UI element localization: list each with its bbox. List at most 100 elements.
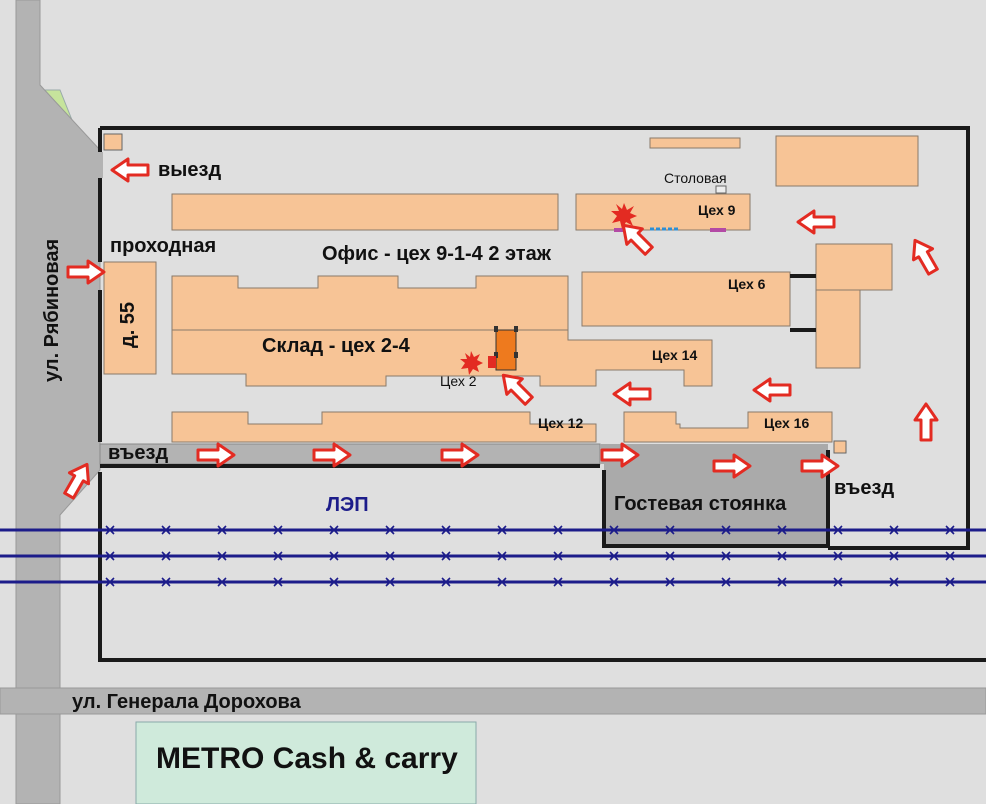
direction-arrow-icon — [712, 453, 752, 479]
house-label: д. 55 — [117, 301, 139, 348]
power-line-cross — [385, 577, 395, 587]
burst-marker — [611, 203, 637, 229]
direction-arrow-icon — [612, 381, 652, 407]
workshop-9-label: Цех 9 — [698, 202, 736, 218]
workshop-6-label: Цех 6 — [728, 276, 766, 292]
building-top-right — [775, 135, 919, 187]
power-line-cross — [441, 551, 451, 561]
power-line-cross — [273, 577, 283, 587]
power-line-cross — [553, 551, 563, 561]
power-line-cross — [105, 551, 115, 561]
power-line-cross — [777, 551, 787, 561]
power-line-cross — [105, 525, 115, 535]
power-line-cross — [609, 525, 619, 535]
metro-label: METRO Cash & carry — [156, 742, 458, 775]
site-boundary-lower — [98, 472, 986, 662]
building-long-top — [171, 193, 559, 231]
direction-arrow-icon — [501, 373, 534, 406]
entry-right-label: въезд — [834, 477, 895, 499]
house-55 — [103, 261, 157, 375]
power-line-cross — [553, 525, 563, 535]
power-line-cross — [721, 525, 731, 535]
direction-arrow-icon — [63, 462, 91, 500]
building-workshop-16 — [623, 411, 833, 443]
truck-rear — [488, 356, 496, 368]
truck-wheel — [494, 352, 498, 358]
gate-post-top — [103, 133, 123, 151]
truck-wheel — [514, 352, 518, 358]
direction-arrow-icon — [440, 442, 480, 468]
workshop-12-label: Цех 12 — [538, 415, 584, 431]
power-line-cross — [665, 551, 675, 561]
ryabinovaya-road — [15, 0, 101, 804]
power-line-cross — [273, 551, 283, 561]
building-workshop-6 — [581, 271, 791, 327]
direction-arrow-icon — [796, 209, 836, 235]
site-boundary — [100, 126, 970, 550]
power-line-cross — [105, 577, 115, 587]
power-line-cross — [385, 525, 395, 535]
office-label: Офис - цех 9-1-4 2 этаж — [322, 243, 551, 265]
power-line-cross — [777, 577, 787, 587]
power-line-cross — [217, 525, 227, 535]
power-line-cross — [329, 525, 339, 535]
workshop-2-label: Цех 2 — [440, 373, 477, 389]
direction-arrow-icon — [800, 453, 840, 479]
power-line-cross — [273, 525, 283, 535]
power-line-cross — [721, 551, 731, 561]
power-line-cross — [329, 551, 339, 561]
building-right-a — [815, 243, 893, 291]
power-line-cross — [553, 577, 563, 587]
power-line-cross — [441, 577, 451, 587]
direction-arrow-icon — [913, 402, 939, 442]
guest-parking-label: Гостевая стоянка — [614, 493, 787, 515]
power-line-cross — [497, 551, 507, 561]
power-line-cross — [497, 525, 507, 535]
direction-arrow-icon — [600, 442, 640, 468]
power-line-cross — [609, 577, 619, 587]
workshop-14-label: Цех 14 — [652, 347, 698, 363]
direction-arrows — [63, 157, 939, 500]
canteen-label: Столовая — [664, 170, 727, 186]
building-top-small — [649, 137, 741, 149]
power-line-cross — [721, 577, 731, 587]
building-workshop-12 — [171, 411, 597, 443]
power-line-cross — [217, 577, 227, 587]
power-line-cross — [329, 577, 339, 587]
power-line-cross — [385, 551, 395, 561]
power-line-cross — [217, 551, 227, 561]
dorokhova-road — [0, 687, 986, 715]
direction-arrow-icon — [621, 223, 654, 256]
street-ryabinovaya: ул. Рябиновая — [41, 238, 63, 382]
direction-arrow-icon — [911, 238, 939, 276]
metro-building — [135, 721, 477, 804]
workshop-16-label: Цех 16 — [764, 415, 810, 431]
power-line-cross — [609, 551, 619, 561]
building-workshop-9 — [575, 193, 751, 231]
checkpoint-label: проходная — [110, 235, 217, 257]
building-office-warehouse — [171, 275, 713, 387]
warehouse-label: Склад - цех 2-4 — [262, 335, 410, 357]
exit-label: выезд — [158, 159, 222, 181]
truck-wheel — [494, 326, 498, 332]
power-line-cross — [777, 525, 787, 535]
power-line-cross — [889, 525, 899, 535]
power-line-label: ЛЭП — [326, 494, 369, 516]
exit-gate — [97, 152, 103, 178]
canteen-marker — [715, 185, 727, 194]
parking-wall — [602, 450, 830, 548]
power-line-cross — [833, 577, 843, 587]
entry-left-label: въезд — [108, 442, 169, 464]
power-line-cross — [945, 551, 955, 561]
direction-arrow-icon — [66, 259, 106, 285]
truck-wheel — [514, 326, 518, 332]
power-line-cross — [497, 577, 507, 587]
power-line-cross — [161, 577, 171, 587]
guest-parking-area — [600, 444, 828, 546]
power-line-cross — [945, 577, 955, 587]
power-line-cross — [833, 551, 843, 561]
building-right-b — [815, 289, 861, 369]
street-dorokhova: ул. Генерала Дорохова — [72, 691, 301, 713]
